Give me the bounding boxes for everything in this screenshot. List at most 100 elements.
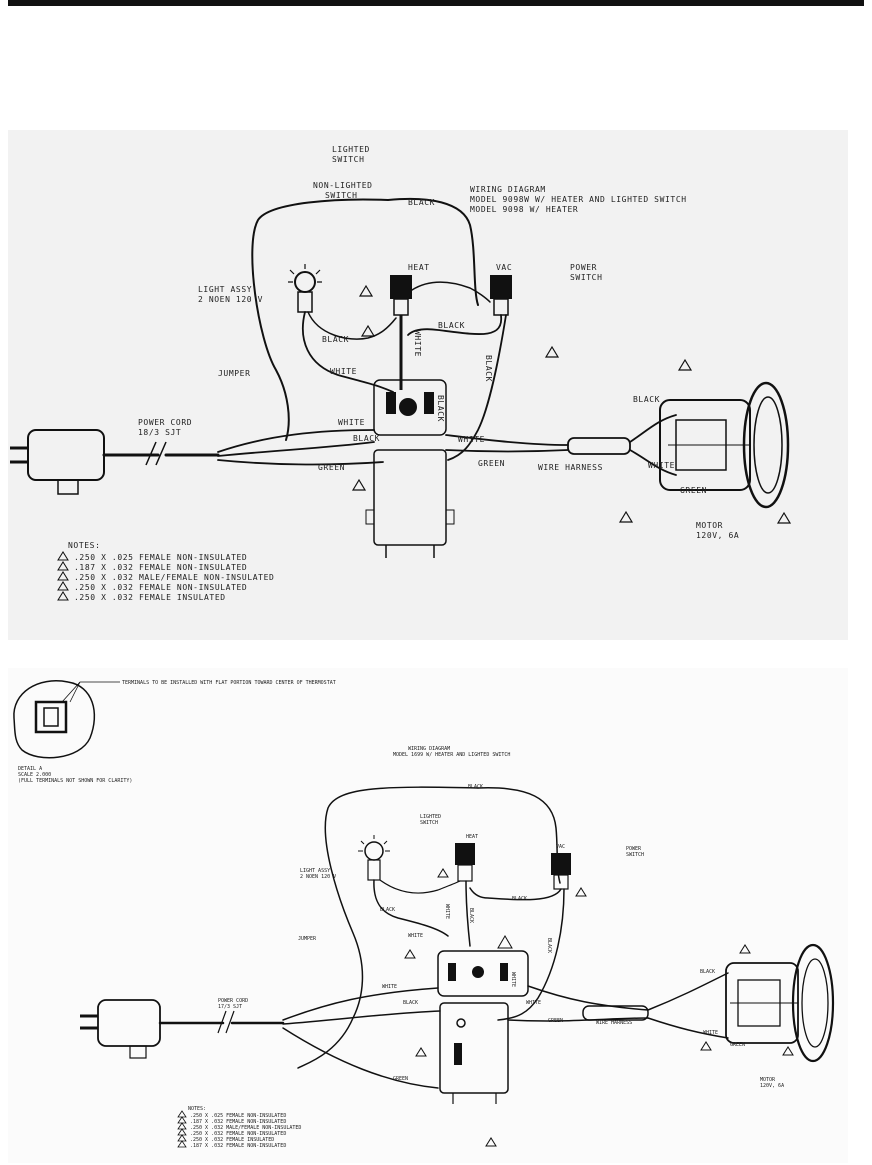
d2-detail-a xyxy=(13,680,120,759)
d1-motor-label: MOTOR xyxy=(696,521,723,530)
d2-motor-label: MOTOR xyxy=(760,1077,776,1083)
d1-title-line-2: MODEL 9098W W/ HEATER AND LIGHTED SWITCH xyxy=(470,195,687,204)
d1-white-left-label: WHITE xyxy=(330,367,357,376)
top-rule xyxy=(8,0,864,6)
d1-green-harness-label: GREEN xyxy=(478,459,505,468)
d2-white-mid-label: WHITE xyxy=(408,933,423,939)
d1-power-plug xyxy=(10,429,105,495)
d2-black-cord-label: BLACK xyxy=(403,1000,418,1006)
d2-wire-harness-label: WIRE HARNESS xyxy=(596,1020,632,1026)
d2-jumper-wire xyxy=(379,879,461,894)
d1-notes-title: NOTES: xyxy=(68,541,101,550)
d1-white-cord-label: WHITE xyxy=(338,418,365,427)
d1-non-lighted-switch-label: NON-LIGHTED xyxy=(313,181,373,190)
d1-black-loop-wire xyxy=(251,198,389,441)
d2-title-line-1: WIRING DIAGRAM xyxy=(408,746,450,752)
d1-thermostat xyxy=(373,379,447,436)
d1-black-vac-wire xyxy=(407,314,502,336)
d1-black-mid-label: BLACK xyxy=(438,321,465,330)
d2-power-cord-label-2: 17/3 SJT xyxy=(218,1004,242,1010)
d1-heat-vac-link xyxy=(411,281,491,303)
d1-title-line-3: MODEL 9098 W/ HEATER xyxy=(470,205,578,214)
d1-motor-label-2: 120V, 6A xyxy=(696,531,739,540)
d1-black-loop-wire-right xyxy=(387,197,479,306)
d2-vac-to-harness-wire xyxy=(497,888,565,1021)
d1-motor-white-wire xyxy=(629,449,677,476)
d1-black-top-label: BLACK xyxy=(408,198,435,207)
wiring-diagram-9098: WIRING DIAGRAM MODEL 9098W W/ HEATER AND… xyxy=(8,130,848,640)
d2-black-motor-label: BLACK xyxy=(700,969,715,975)
d2-black-loop-wire xyxy=(297,786,479,1069)
d2-motor-label-2: 120V, 6A xyxy=(760,1083,784,1089)
d2-notes: NOTES: .250 X .025 FEMALE NON-INSULATED … xyxy=(177,1106,301,1149)
d2-green-motor-label: GREEN xyxy=(730,1042,745,1048)
d1-light-assy-label: LIGHT ASSY xyxy=(198,285,252,294)
d1-harness-bottom-wire xyxy=(445,449,569,453)
d1-jumper-label: JUMPER xyxy=(218,369,251,378)
wiring-diagram-1699-drawing: TERMINALS TO BE INSTALLED WITH FLAT PORT… xyxy=(13,680,835,1149)
d1-lighted-switch-label: LIGHTED xyxy=(332,145,370,154)
d1-notes-triangles xyxy=(57,551,69,601)
d1-power-cord-label: POWER CORD xyxy=(138,418,192,427)
d2-black-vac-wire xyxy=(469,887,562,901)
d1-motor-black-wire xyxy=(629,414,677,443)
d2-white-cord-wire xyxy=(282,987,439,1021)
d1-green-cord-label: GREEN xyxy=(318,463,345,472)
d1-white-harness-label: WHITE xyxy=(458,435,485,444)
d2-black-light-wire xyxy=(373,879,449,937)
d2-harness-top-wire xyxy=(527,985,649,1011)
wiring-diagram-1699: TERMINALS TO BE INSTALLED WITH FLAT PORT… xyxy=(8,668,848,1163)
d1-lighted-switch-label-2: SWITCH xyxy=(332,155,365,164)
d1-heater-box xyxy=(365,449,455,558)
d2-detail-line-1: DETAIL A xyxy=(18,766,42,772)
d1-vac-to-harness-wire xyxy=(447,314,507,461)
d2-vac-switch xyxy=(551,853,571,890)
d1-jumper-wire xyxy=(307,311,397,340)
d1-black-cord-wire xyxy=(217,441,375,457)
d2-white-cord-label: WHITE xyxy=(382,984,397,990)
d2-heater-box xyxy=(439,1002,509,1104)
d2-green-cord-wire xyxy=(282,1027,439,1089)
d2-power-cord-label: POWER CORD xyxy=(218,998,248,1004)
d2-vac-label: VAC xyxy=(556,844,565,850)
d2-note-6: .187 X .032 FEMALE NON-INSULATED xyxy=(190,1143,286,1149)
d1-black-right-vertical-label: BLACK xyxy=(484,355,493,382)
d2-power-plug xyxy=(80,999,161,1059)
d2-heat-down-wire xyxy=(465,880,471,947)
d1-black-left-label: BLACK xyxy=(322,335,349,344)
d1-white-vertical-label: WHITE xyxy=(413,330,422,357)
d2-title-line-2: MODEL 1699 W/ HEATER AND LIGHTED SWITCH xyxy=(393,752,510,758)
d1-vac-switch xyxy=(490,275,512,316)
d1-title-line-1: WIRING DIAGRAM xyxy=(470,185,546,194)
d1-note-2: .187 X .032 FEMALE NON-INSULATED xyxy=(74,563,247,572)
d2-terminal-callouts xyxy=(404,868,794,1147)
d1-vac-label: VAC xyxy=(496,263,512,272)
d2-lighted-switch-label-2: SWITCH xyxy=(420,820,438,826)
d1-light-bulb xyxy=(288,264,322,313)
d2-terminal-note: TERMINALS TO BE INSTALLED WITH FLAT PORT… xyxy=(122,680,336,686)
d1-wire-harness-sleeve xyxy=(567,437,631,455)
d1-terminal-callouts xyxy=(351,284,792,524)
d2-light-assy-label-2: 2 NOEN 120 V xyxy=(300,874,336,880)
d2-detail-line-2: SCALE 2.000 xyxy=(18,772,51,778)
d2-notes-triangles xyxy=(177,1110,187,1148)
d2-note-4: .250 X .032 FEMALE NON-INSULATED xyxy=(190,1131,286,1137)
d2-lighted-switch-label: LIGHTED xyxy=(420,814,441,820)
d1-cord-break-mark xyxy=(145,441,167,466)
d1-black-light-wire xyxy=(301,311,394,393)
d1-power-cord-label-2: 18/3 SJT xyxy=(138,428,181,437)
d1-white-motor-label: WHITE xyxy=(648,461,675,470)
d2-wire-harness-sleeve xyxy=(582,1005,649,1021)
d2-notes-title: NOTES: xyxy=(188,1106,206,1112)
d2-black-left-label: BLACK xyxy=(380,907,395,913)
d2-harness-bottom-wire xyxy=(507,1017,649,1022)
d1-motor xyxy=(659,381,790,509)
d2-motor-white-wire xyxy=(647,1017,729,1039)
wiring-diagram-9098-drawing: WIRING DIAGRAM MODEL 9098W W/ HEATER AND… xyxy=(10,145,792,602)
d2-heat-label: HEAT xyxy=(466,834,478,840)
d2-heat-switch xyxy=(455,843,475,882)
d1-note-4: .250 X .032 FEMALE NON-INSULATED xyxy=(74,583,247,592)
d2-green-harness-label: GREEN xyxy=(548,1018,563,1024)
d2-power-switch-label-2: SWITCH xyxy=(626,852,644,858)
d2-note-1: .250 X .025 FEMALE NON-INSULATED xyxy=(190,1113,286,1119)
